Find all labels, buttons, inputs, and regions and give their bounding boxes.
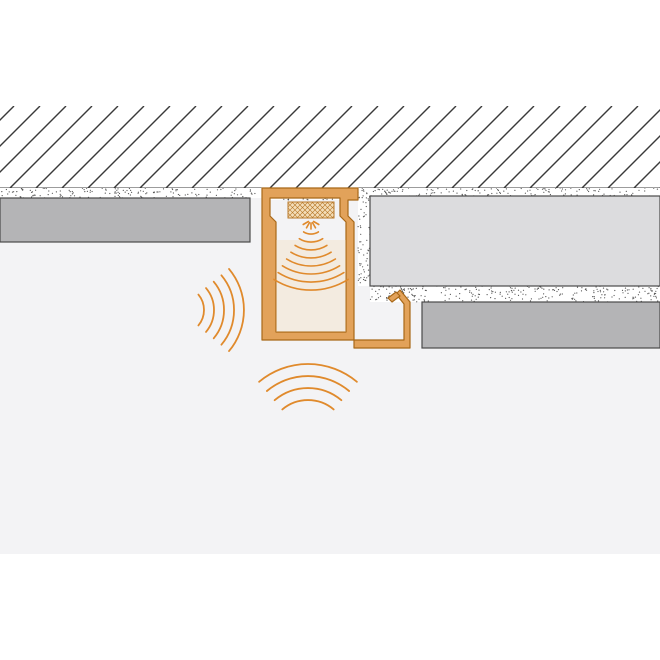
ceiling-tile-upper-right [369,195,660,287]
sound-waves-icon [197,268,245,352]
ceiling-slab [0,106,660,189]
adhesive-layer-right [358,188,660,198]
adhesive-layer-left [0,188,262,198]
profile-tile-flange [353,289,411,349]
profile-hook [387,291,401,303]
ceiling-tile-left [0,197,251,243]
profile-channel-body [261,187,359,341]
light-rays-icon [273,220,349,291]
adhesive-layer-step [358,196,370,286]
led-strip-icon [287,201,335,219]
led-profile [261,187,411,349]
sound-waves-icon [258,363,358,411]
ceiling-hatch [0,106,660,188]
ceiling-tile-lower-right [421,301,660,349]
